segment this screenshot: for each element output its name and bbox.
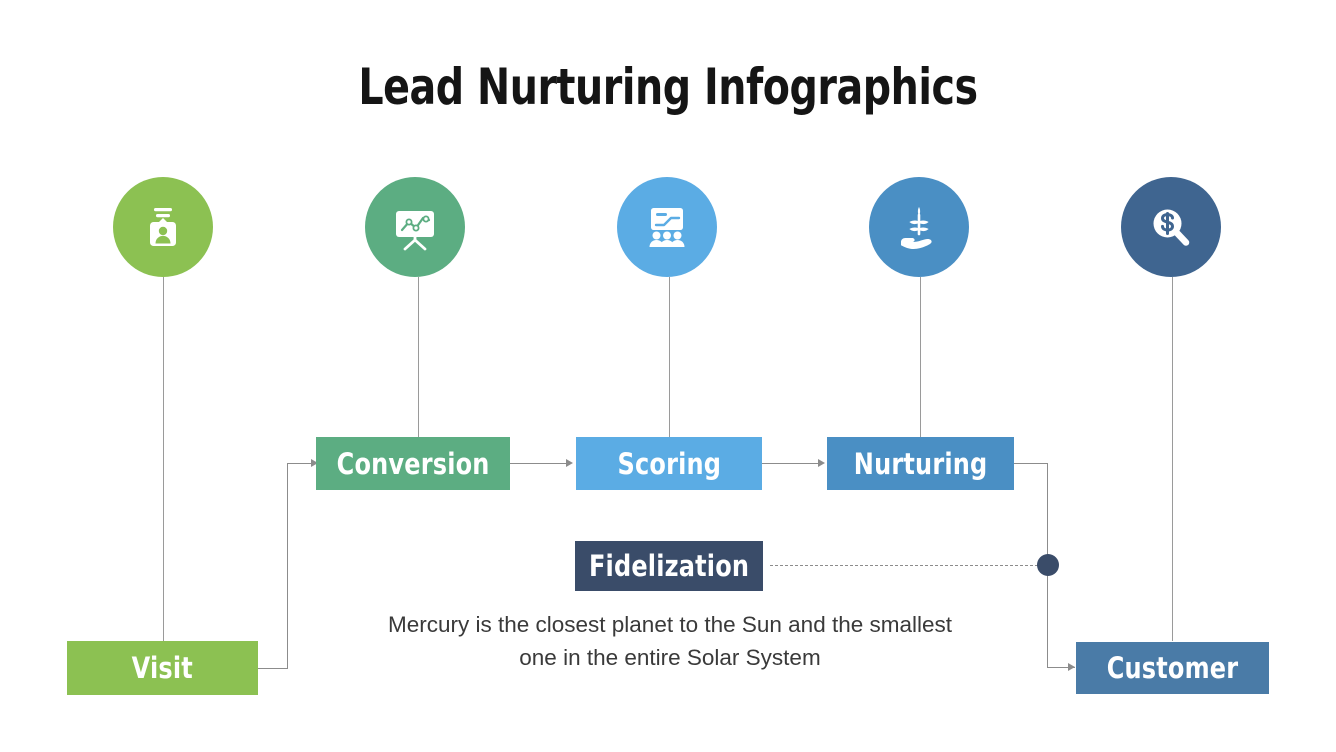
junction-dot xyxy=(1037,554,1059,576)
connector-to-customer xyxy=(1047,667,1075,668)
arrowhead-into-customer xyxy=(1068,663,1075,671)
presentation-chart-icon xyxy=(388,200,442,254)
step-box-customer[interactable]: Customer xyxy=(1076,642,1269,694)
step-label-customer: Customer xyxy=(1106,651,1239,685)
stem-nurturing xyxy=(920,277,921,438)
step-label-visit: Visit xyxy=(131,651,194,685)
step-label-scoring: Scoring xyxy=(617,446,721,481)
arrowhead-into-conversion xyxy=(311,459,318,467)
step-label-nurturing: Nurturing xyxy=(853,446,988,481)
presentation-audience-icon xyxy=(640,200,694,254)
page-title: Lead Nurturing Infographics xyxy=(358,58,978,116)
connector-scoring-to-nurturing xyxy=(761,463,820,464)
step-box-nurturing[interactable]: Nurturing xyxy=(827,437,1014,490)
money-search-icon xyxy=(1144,200,1198,254)
icon-circle-customer xyxy=(1121,177,1221,277)
step-label-conversion: Conversion xyxy=(336,446,490,481)
icon-circle-conversion xyxy=(365,177,465,277)
connector-visit-to-conversion xyxy=(287,463,313,464)
connector-visit-right xyxy=(257,668,288,669)
stem-conversion xyxy=(418,277,419,438)
connector-fidelization-dashed xyxy=(770,565,1038,566)
connector-conversion-to-scoring xyxy=(509,463,568,464)
arrowhead-into-nurturing xyxy=(818,459,825,467)
connector-visit-up xyxy=(287,463,288,669)
icon-circle-scoring xyxy=(617,177,717,277)
stem-customer xyxy=(1172,277,1173,641)
body-description: Mercury is the closest planet to the Sun… xyxy=(387,612,953,670)
id-badge-icon xyxy=(137,201,189,253)
icon-circle-visit xyxy=(113,177,213,277)
hand-plant-icon xyxy=(892,200,946,254)
step-label-fidelization: Fidelization xyxy=(588,549,750,583)
stem-visit xyxy=(163,277,164,641)
step-box-fidelization[interactable]: Fidelization xyxy=(575,541,763,591)
step-box-conversion[interactable]: Conversion xyxy=(316,437,510,490)
icon-circle-nurturing xyxy=(869,177,969,277)
step-box-scoring[interactable]: Scoring xyxy=(576,437,762,490)
connector-nurturing-right xyxy=(1013,463,1048,464)
stem-scoring xyxy=(669,277,670,438)
arrowhead-into-scoring xyxy=(566,459,573,467)
step-box-visit[interactable]: Visit xyxy=(67,641,258,695)
